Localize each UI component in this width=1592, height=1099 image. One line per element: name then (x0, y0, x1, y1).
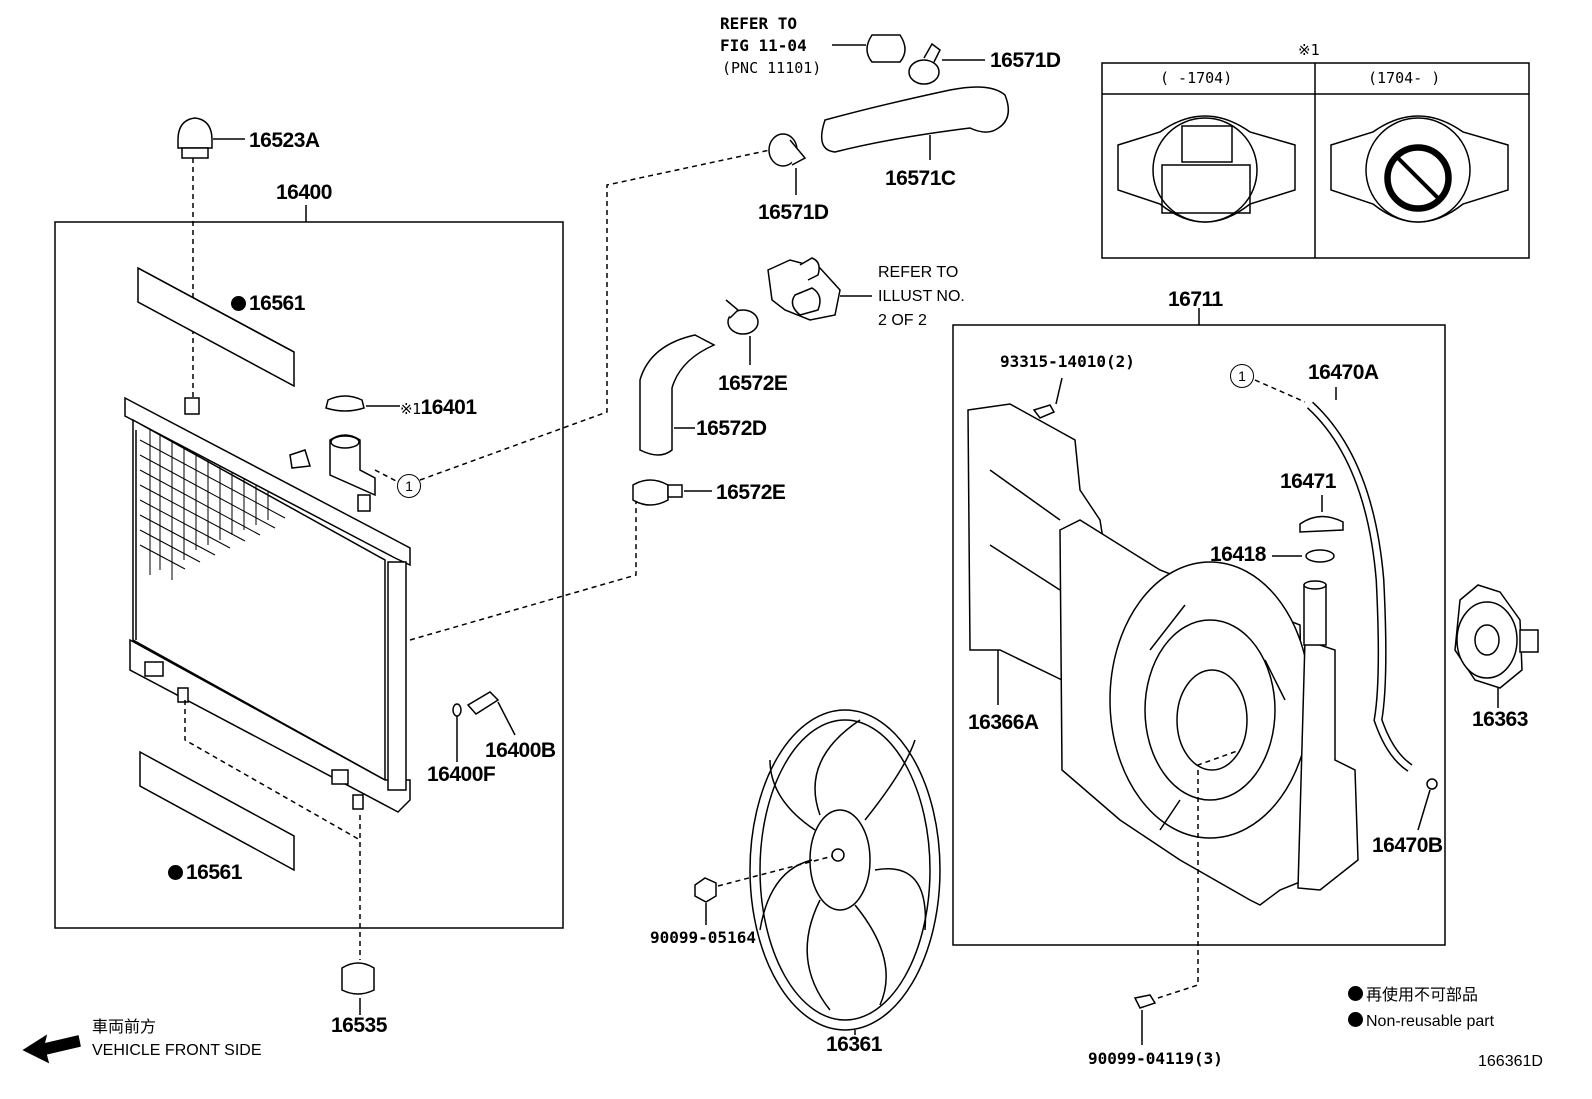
radiator-icon (124, 396, 411, 813)
upper-hose-icon (820, 86, 1010, 153)
label-16561-bottom: 16561 (168, 862, 242, 883)
label-16571C: 16571C (885, 167, 956, 190)
cap-inset-mark: ※1 (1298, 41, 1320, 59)
ref-circle-left: 1 (397, 474, 421, 498)
fan-motor-icon (1454, 584, 1539, 689)
label-16572D: 16572D (696, 417, 767, 440)
label-16572E-top: 16572E (718, 372, 788, 395)
label-16572E-bottom: 16572E (716, 481, 786, 504)
legend-dot-icon (1348, 1012, 1363, 1027)
label-16400B: 16400B (485, 739, 556, 762)
bolt-top-icon (1032, 404, 1056, 419)
clip-icon (1426, 778, 1438, 790)
label-16571D-top: 16571D (990, 49, 1061, 72)
label-16711: 16711 (1168, 288, 1223, 311)
cap-inset-left-header: ( -1704) (1160, 69, 1233, 87)
figure-id: 166361D (1478, 1053, 1543, 1070)
legend-jp: 再使用不可部品 (1348, 986, 1478, 1005)
cap-inset-right-header: (1704- ) (1368, 69, 1441, 87)
clamp-top-icon (908, 42, 941, 85)
front-arrow-icon (22, 1034, 81, 1064)
label-16401: ※116401 (400, 396, 477, 419)
legend-dot-icon (1348, 986, 1363, 1001)
gasket-icon (1305, 549, 1335, 563)
seal-top-icon (137, 266, 295, 388)
label-90099-05164: 90099-05164 (650, 928, 756, 947)
label-16470B: 16470B (1372, 834, 1443, 857)
radiator-assembly-box (54, 221, 564, 929)
front-side-en: VEHICLE FRONT SIDE (92, 1042, 262, 1059)
cooling-fan-icon (749, 709, 941, 1031)
fan-shroud-icon (1059, 519, 1311, 906)
clamp-mid-icon (768, 133, 807, 167)
label-16535: 16535 (331, 1014, 387, 1037)
cushion-icon (341, 962, 375, 995)
label-16470A: 16470A (1308, 361, 1379, 384)
label-16361: 16361 (826, 1033, 882, 1056)
radiator-cap-icon (325, 395, 365, 412)
ref-fig-line3: (PNC 11101) (722, 59, 822, 77)
label-16561-top: 16561 (231, 293, 305, 314)
ref-circle-right: 1 (1230, 364, 1254, 388)
water-outlet-icon (767, 257, 841, 321)
lower-hose-icon (639, 334, 716, 456)
ref-illust-line2: ILLUST NO. (878, 288, 965, 305)
o-ring-icon (452, 703, 462, 717)
non-reusable-dot-icon (168, 865, 183, 880)
non-reusable-dot-icon (231, 296, 246, 311)
seal-bottom-icon (139, 750, 295, 872)
nut-icon (694, 877, 717, 903)
clamp-lower-icon (632, 479, 669, 506)
cap-new-icon (1330, 115, 1509, 223)
label-16366A: 16366A (968, 711, 1039, 734)
drain-cock-icon (466, 691, 500, 715)
label-16471: 16471 (1280, 470, 1336, 493)
front-side-jp: 車両前方 (92, 1019, 157, 1036)
bolt-bottom-icon (1133, 994, 1157, 1009)
label-16400: 16400 (276, 181, 332, 204)
legend-en: Non-reusable part (1348, 1012, 1494, 1031)
label-16400F: 16400F (427, 763, 496, 786)
label-16363: 16363 (1472, 708, 1528, 731)
reservoir-tank-icon (1297, 580, 1359, 891)
ref-fig-line1: REFER TO (720, 14, 798, 33)
reserve-cap-icon (1299, 515, 1344, 533)
ref-fig-line2: FIG 11-04 (720, 36, 807, 55)
label-93315: 93315-14010(2) (1000, 352, 1135, 371)
label-16523A: 16523A (249, 129, 320, 152)
radiator-cap-plug-icon (177, 117, 213, 149)
label-90099-04119: 90099-04119(3) (1088, 1049, 1223, 1068)
label-16571D-mid: 16571D (758, 201, 829, 224)
ref-illust-line3: 2 OF 2 (878, 312, 927, 329)
pipe-stub-icon (866, 34, 906, 63)
cap-old-icon (1117, 115, 1296, 223)
ref-illust-line1: REFER TO (878, 264, 959, 281)
clamp-upper-icon (725, 299, 759, 335)
label-16418: 16418 (1210, 543, 1266, 566)
